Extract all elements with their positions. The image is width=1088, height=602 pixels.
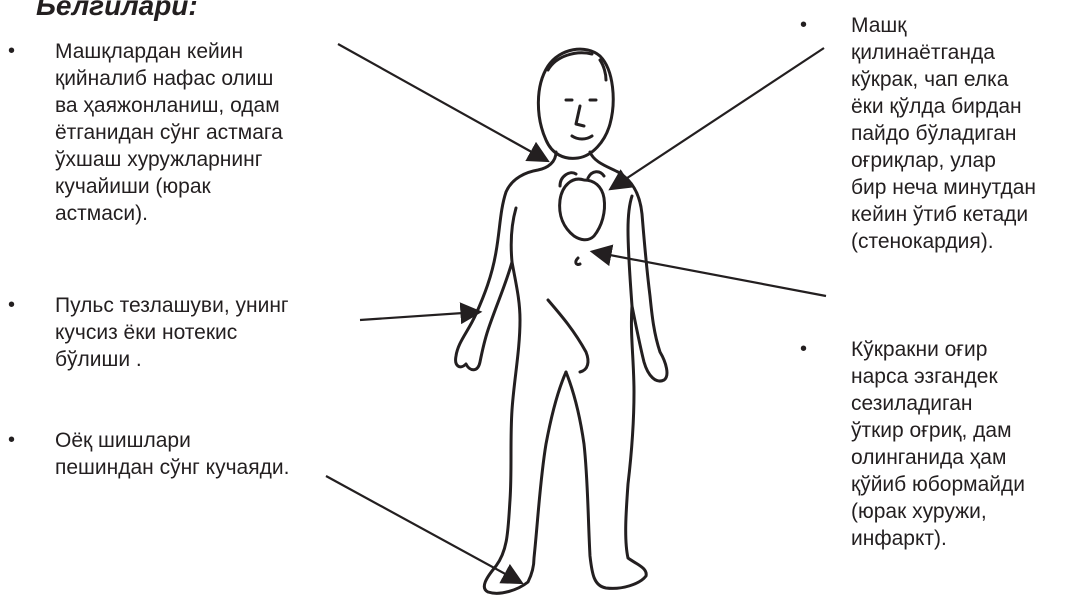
- figure-body-outline: [456, 152, 566, 593]
- pointer-line-pulse: [360, 312, 478, 320]
- pointer-line-legs: [326, 476, 520, 582]
- figure-navel: [576, 258, 580, 265]
- figure-right-inner-arm: [628, 196, 632, 306]
- figure-face: [566, 100, 596, 139]
- figure-left-inner-arm: [511, 208, 516, 262]
- heart-icon: [560, 179, 605, 240]
- figure-hip-line: [548, 300, 588, 372]
- pointer-line-angina: [612, 48, 824, 188]
- pointer-line-asthma: [338, 44, 546, 160]
